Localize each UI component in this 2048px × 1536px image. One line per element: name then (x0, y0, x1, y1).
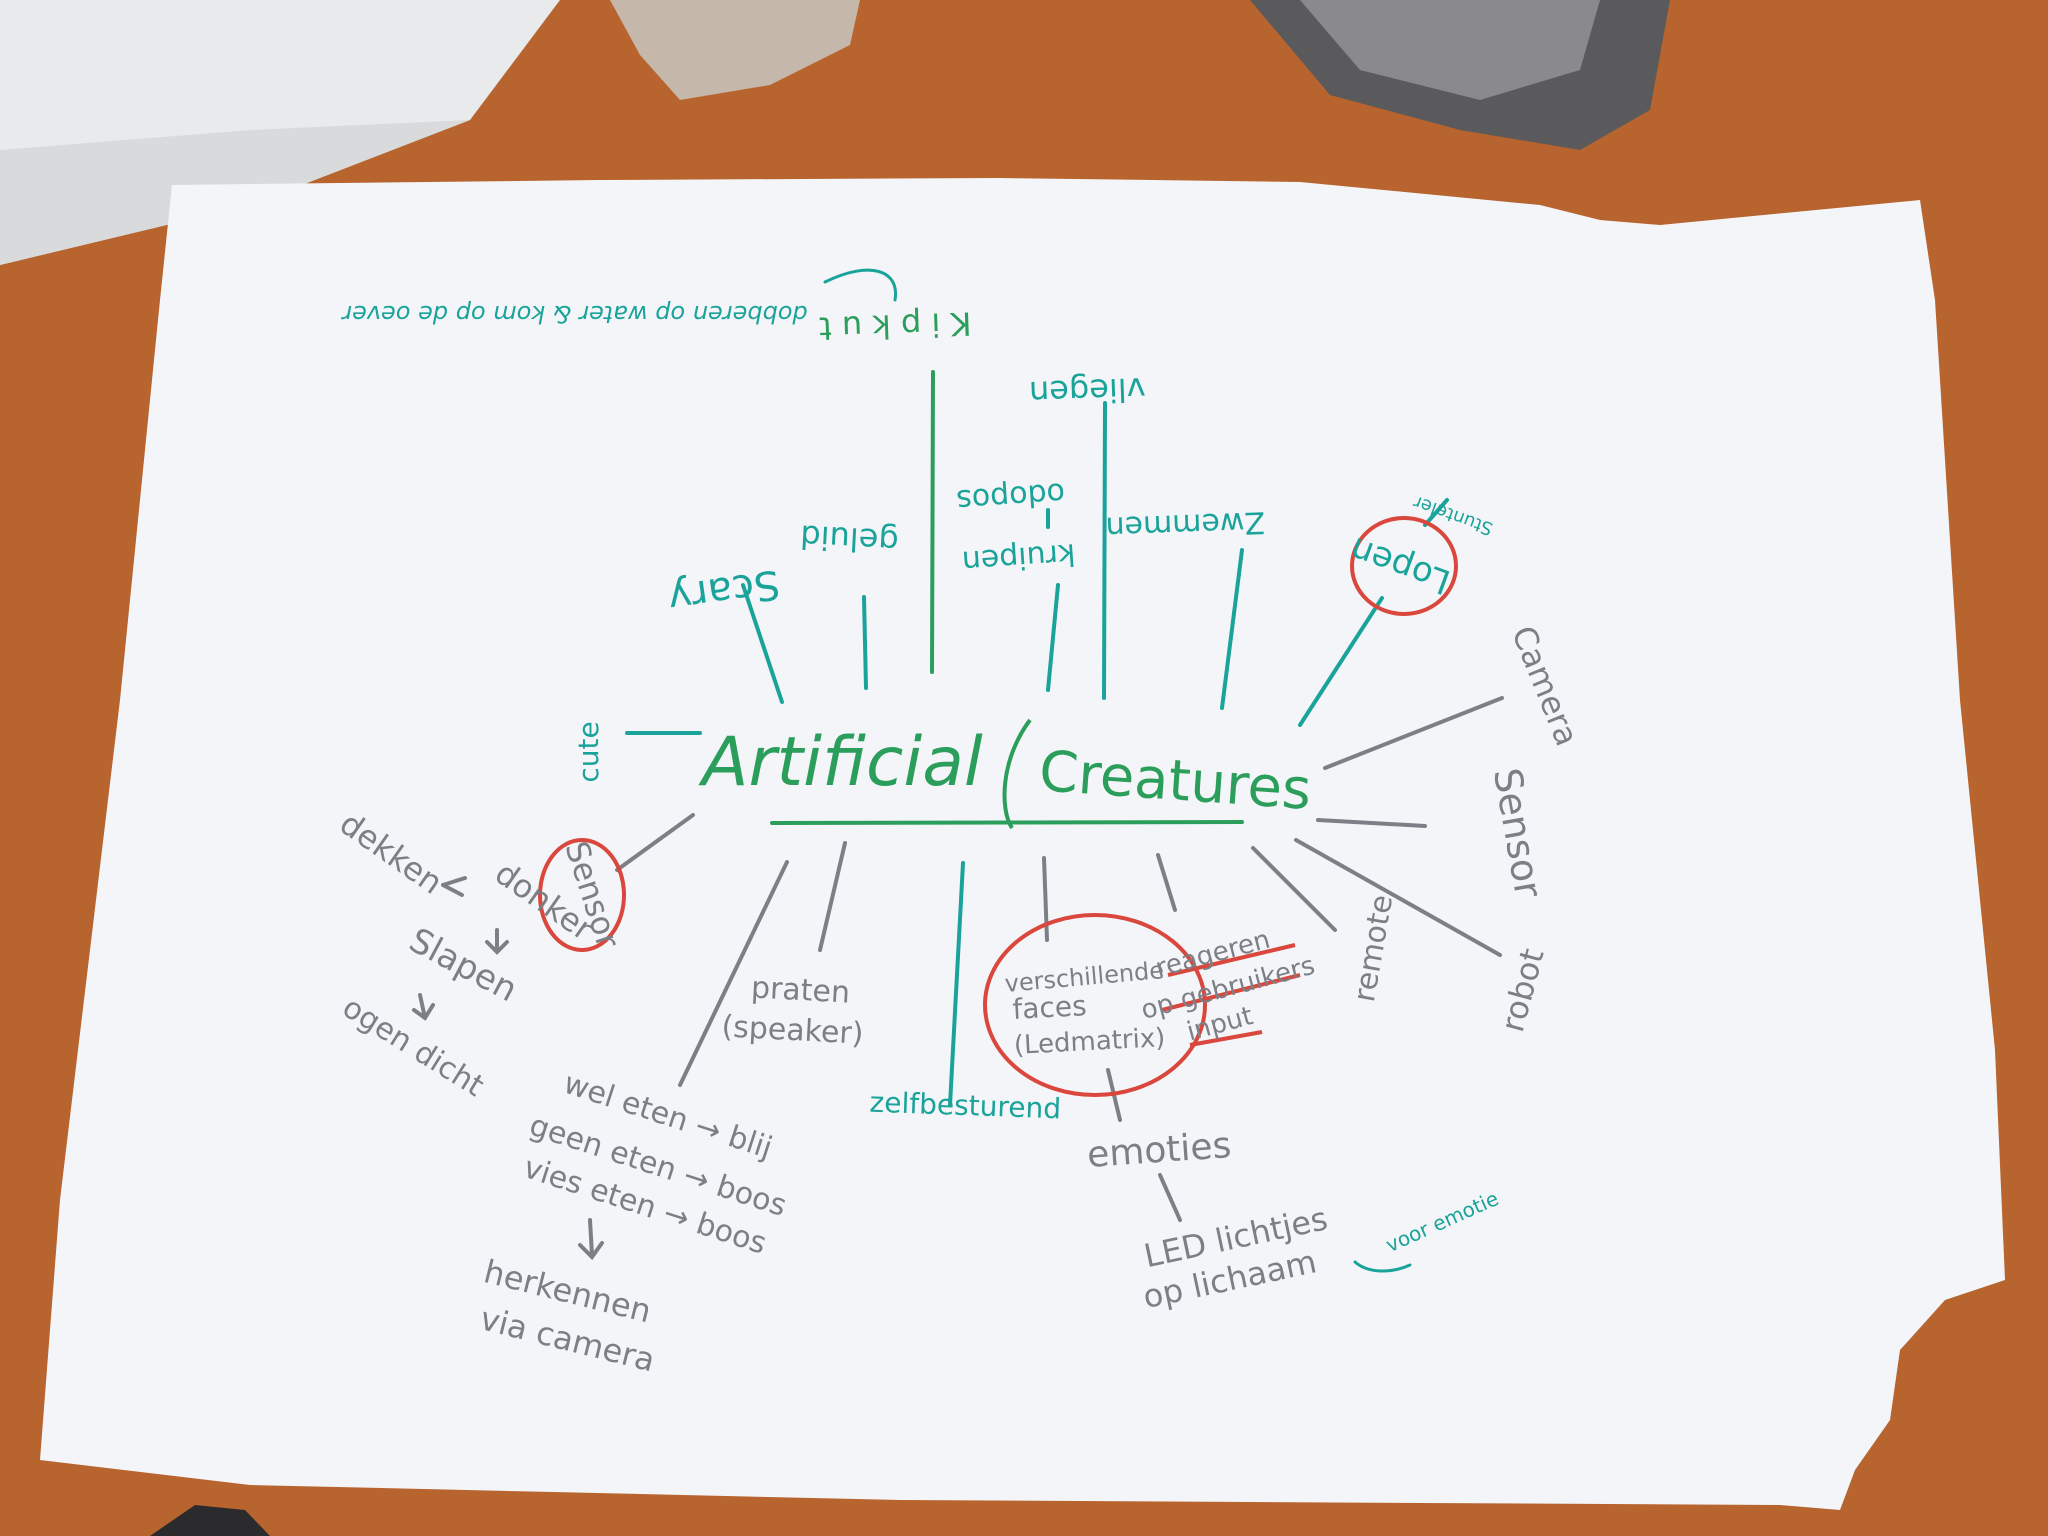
plastic-bag (610, 0, 1670, 150)
sensor-circle (538, 838, 626, 952)
kip-kut-label: K i p k u t (819, 304, 973, 347)
praten-line-1: praten (750, 970, 851, 1010)
center-bracket (1002, 718, 1032, 830)
emoties-label: emoties (1086, 1125, 1233, 1176)
geluid-label: geluid (799, 517, 899, 560)
paper-sheet (40, 178, 2005, 1510)
lopen-circle (1350, 516, 1458, 616)
kruipen-label: kruipen (961, 536, 1077, 579)
vliegen-label: vliegen (1028, 370, 1146, 412)
connector-lines (412, 268, 1504, 1273)
odopos-label: odopos (955, 475, 1066, 518)
zwemmen-label: Zwemmen (1105, 504, 1266, 545)
center-title-a: Artificial (698, 723, 983, 802)
faces-line-2: faces (1012, 989, 1088, 1026)
cute-label: cute (572, 721, 605, 782)
top-note: dobberen op water & kom op de oever (340, 300, 808, 328)
red-circles (538, 516, 1458, 1097)
praten-line-2: (speaker) (721, 1009, 865, 1051)
zelfbesturend-label: zelfbesturend (869, 1086, 1062, 1126)
dark-object (150, 1505, 270, 1536)
faces-circle (983, 913, 1207, 1097)
